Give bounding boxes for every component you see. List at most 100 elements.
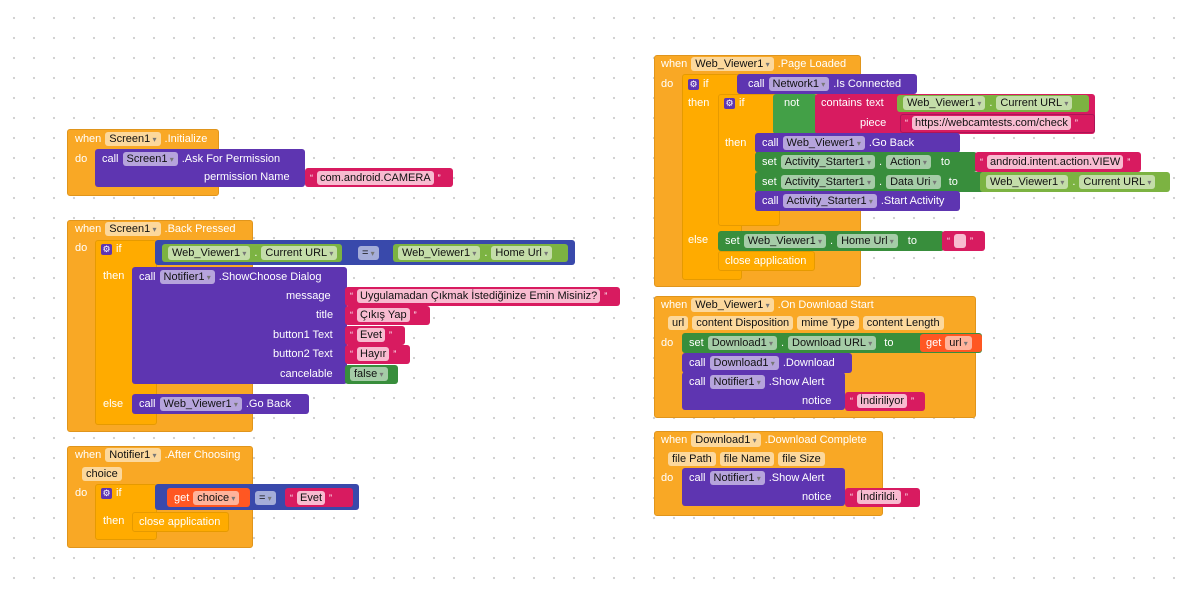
piece-text: piece — [860, 117, 887, 129]
not-row: not — [784, 95, 799, 111]
component-dropdown[interactable]: Download1 — [691, 433, 761, 447]
component-dropdown[interactable]: Notifier1 — [159, 270, 215, 284]
variable-dropdown[interactable]: choice — [193, 491, 240, 505]
property-dropdown[interactable]: Home Url — [491, 246, 553, 260]
event-name: .Initialize — [164, 133, 208, 145]
text-value[interactable]: İndiriliyor — [857, 394, 908, 408]
then-text: then — [725, 137, 747, 149]
do-text: do — [661, 472, 674, 484]
text-row: “https://webcamtests.com/check” — [905, 116, 1078, 130]
text-value[interactable]: Evet — [297, 491, 326, 505]
property-dropdown[interactable]: Current URL — [261, 246, 338, 260]
if-label: if — [703, 78, 709, 90]
arg-label: title — [316, 307, 333, 323]
if-row: ⚙if — [101, 485, 122, 501]
arg-label: cancelable — [280, 366, 333, 382]
button1-label: button1 Text — [273, 329, 333, 341]
operator-dropdown[interactable]: = — [358, 246, 379, 260]
do-text: do — [75, 242, 88, 254]
operator-dropdown[interactable]: = — [255, 491, 276, 505]
method-name: .Ask For Permission — [181, 153, 281, 165]
dot: . — [254, 247, 258, 259]
component-dropdown[interactable]: Notifier1 — [709, 375, 765, 389]
text-value[interactable]: Çıkış Yap — [357, 308, 410, 322]
gear-icon[interactable]: ⚙ — [101, 487, 112, 499]
boolean-dropdown[interactable]: false — [350, 367, 388, 381]
gear-icon[interactable]: ⚙ — [724, 97, 735, 109]
gear-icon[interactable]: ⚙ — [688, 78, 699, 90]
op-row: = — [358, 245, 379, 261]
dot: . — [830, 235, 834, 247]
not-block[interactable] — [773, 94, 817, 134]
event-name: .On Download Start — [777, 299, 874, 311]
component-dropdown[interactable]: Download1 — [709, 356, 779, 370]
when-label: when — [661, 299, 688, 311]
to-label: to — [884, 337, 894, 349]
component-dropdown[interactable]: Web_Viewer1 — [903, 96, 986, 110]
component-dropdown[interactable]: Web_Viewer1 — [691, 298, 774, 312]
param-file-path[interactable]: file Path — [668, 452, 716, 466]
component-dropdown[interactable]: Web_Viewer1 — [398, 246, 481, 260]
component-dropdown[interactable]: Web_Viewer1 — [159, 397, 242, 411]
component-dropdown[interactable]: Download1 — [707, 336, 777, 350]
do-label: do — [661, 76, 673, 92]
call-label: call — [762, 137, 779, 149]
dot: . — [780, 337, 785, 349]
call-label: call — [748, 78, 765, 90]
param-mime-type[interactable]: mime Type — [797, 316, 859, 330]
component-dropdown[interactable]: Notifier1 — [709, 471, 765, 485]
component-dropdown[interactable]: Activity_Starter1 — [780, 175, 876, 189]
arg-label: message — [286, 288, 331, 304]
else-label: else — [103, 396, 123, 412]
text-value[interactable]: Uygulamadan Çıkmak İstediğinize Emin Mis… — [357, 289, 601, 303]
component-dropdown[interactable]: Screen1 — [122, 152, 178, 166]
component-dropdown[interactable]: Notifier1 — [105, 448, 161, 462]
close-application-block[interactable] — [718, 251, 815, 271]
text-value[interactable]: com.android.CAMERA — [317, 171, 434, 185]
component-dropdown[interactable]: Screen1 — [105, 132, 161, 146]
property-dropdown[interactable]: Action — [886, 155, 931, 169]
text-value[interactable]: android.intent.action.VIEW — [987, 155, 1124, 169]
component-dropdown[interactable]: Web_Viewer1 — [743, 234, 827, 248]
property-dropdown[interactable]: Current URL — [996, 96, 1073, 110]
text-value[interactable]: İndirildi. — [857, 490, 901, 504]
component-dropdown[interactable]: Web_Viewer1 — [986, 175, 1069, 189]
event-name: .Back Pressed — [164, 223, 236, 235]
param-url[interactable]: url — [668, 316, 689, 330]
param-choice[interactable]: choice — [82, 467, 122, 481]
component-dropdown[interactable]: Network1 — [768, 77, 830, 91]
bool-row: false — [350, 366, 388, 382]
text-value[interactable]: Evet — [357, 328, 386, 342]
component-dropdown[interactable]: Activity_Starter1 — [782, 194, 877, 208]
component-dropdown[interactable]: Activity_Starter1 — [780, 155, 876, 169]
param-content-disposition[interactable]: content Disposition — [692, 316, 794, 330]
component-dropdown[interactable]: Screen1 — [105, 222, 161, 236]
close-application-block[interactable] — [132, 512, 229, 532]
property-dropdown[interactable]: Data Uri — [886, 175, 941, 189]
text-value[interactable]: Hayır — [357, 347, 390, 361]
param-file-size[interactable]: file Size — [778, 452, 825, 466]
text-value[interactable]: https://webcamtests.com/check — [912, 116, 1071, 130]
call-showchoosedialog-block[interactable] — [132, 267, 347, 384]
property-dropdown[interactable]: Download URL — [788, 336, 877, 350]
component-dropdown[interactable]: Web_Viewer1 — [691, 57, 774, 71]
get-label: get — [174, 492, 190, 504]
param-content-length[interactable]: content Length — [862, 316, 944, 330]
param-file-name[interactable]: file Name — [719, 452, 775, 466]
component-dropdown[interactable]: Web_Viewer1 — [782, 136, 865, 150]
property-dropdown[interactable]: Current URL — [1079, 175, 1156, 189]
property-dropdown[interactable]: Home Url — [837, 234, 898, 248]
event-name: .Download Complete — [764, 434, 867, 446]
gear-icon[interactable]: ⚙ — [101, 243, 112, 255]
text-value[interactable] — [954, 234, 966, 248]
to-label: to — [940, 156, 951, 168]
component-dropdown[interactable]: Web_Viewer1 — [168, 246, 251, 260]
variable-dropdown[interactable]: url — [945, 336, 972, 350]
